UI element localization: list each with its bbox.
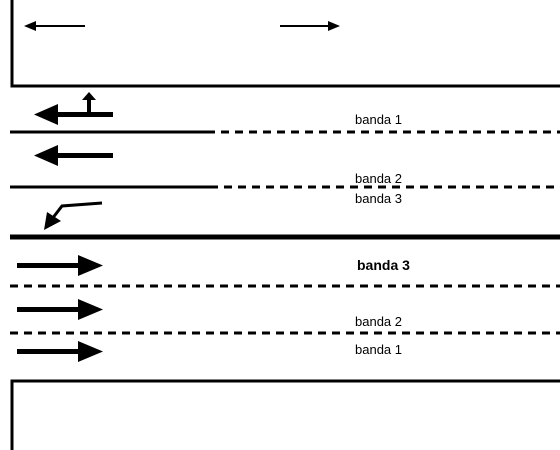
arrow-right-icon [17,255,103,276]
arrow-right-icon [17,299,103,320]
label-upper-banda-3: banda 3 [355,191,402,206]
bottom-boundary-line [10,379,560,450]
label-upper-banda-1: banda 1 [355,112,402,127]
top-road-block [10,0,560,88]
label-lower-banda-3: banda 3 [357,257,410,273]
label-lower-banda-1: banda 1 [355,342,402,357]
arrow-left-icon [34,145,113,166]
arrow-left-with-turn-up-icon [34,92,113,125]
upper-lanes: banda 1 banda 2 banda 3 [10,92,560,230]
arrow-down-left-icon [44,201,103,230]
arrow-right-icon [280,21,340,31]
arrow-left-icon [24,21,85,31]
label-upper-banda-2: banda 2 [355,171,402,186]
label-lower-banda-2: banda 2 [355,314,402,329]
top-boundary-line [10,0,560,88]
arrow-right-icon [17,341,103,362]
lower-lanes: banda 3 banda 2 banda 1 [10,255,560,362]
